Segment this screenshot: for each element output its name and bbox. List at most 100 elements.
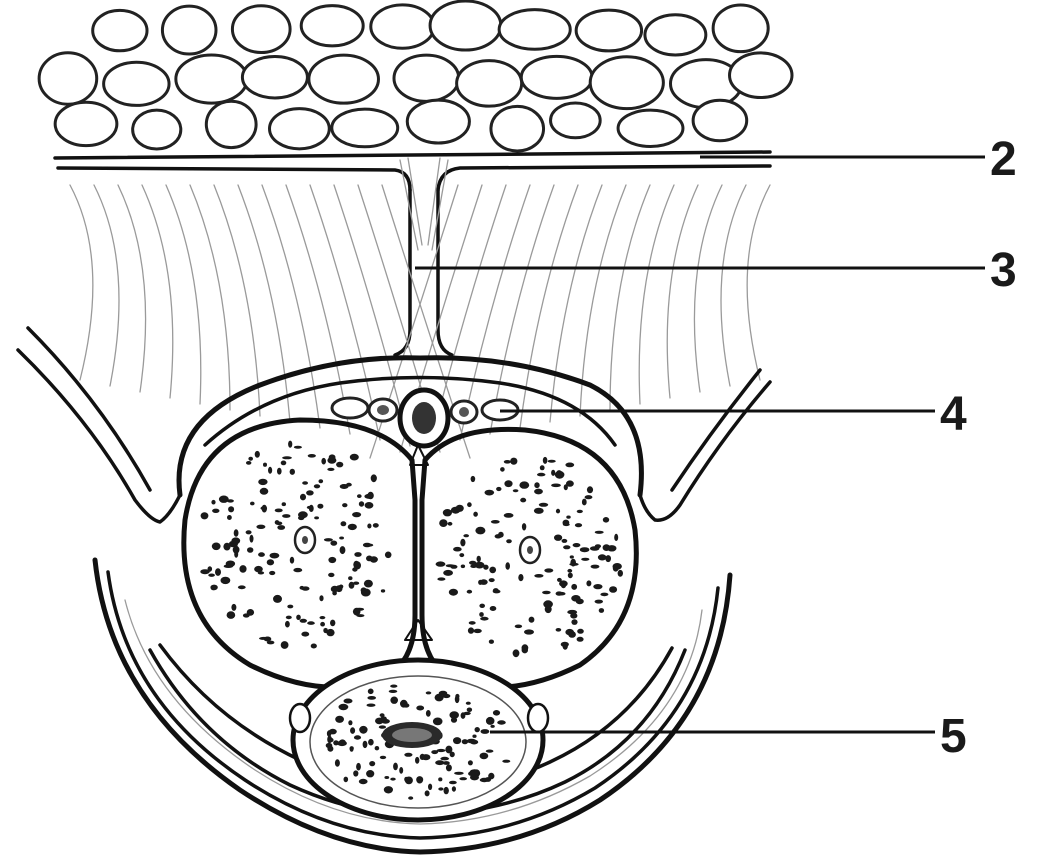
tissue-stipple-dot bbox=[287, 605, 293, 609]
tissue-stipple-dot bbox=[293, 568, 302, 572]
tissue-stipple-dot bbox=[258, 552, 265, 557]
tissue-stipple-dot bbox=[247, 547, 253, 553]
tissue-stipple-dot bbox=[577, 629, 584, 634]
tissue-stipple-dot bbox=[327, 746, 333, 752]
tissue-stipple-dot bbox=[319, 479, 324, 483]
tissue-stipple-dot bbox=[221, 577, 231, 584]
tissue-stipple-dot bbox=[539, 503, 548, 507]
tissue-stipple-dot bbox=[269, 571, 275, 575]
tissue-stipple-dot bbox=[350, 727, 355, 734]
tissue-stipple-dot bbox=[286, 616, 292, 620]
muscle-fiber-line bbox=[694, 185, 722, 392]
tissue-stipple-dot bbox=[453, 737, 461, 744]
tissue-stipple-dot bbox=[277, 525, 285, 530]
tissue-stipple-dot bbox=[475, 727, 480, 732]
fat-lobule bbox=[491, 106, 544, 151]
tissue-stipple-dot bbox=[504, 480, 512, 487]
fat-lobule bbox=[301, 6, 363, 46]
tissue-stipple-dot bbox=[319, 595, 323, 601]
muscle-fiber-line bbox=[238, 185, 290, 422]
tissue-stipple-dot bbox=[208, 574, 215, 577]
tissue-stipple-dot bbox=[452, 786, 456, 791]
tissue-stipple-dot bbox=[470, 564, 477, 568]
tissue-stipple-dot bbox=[267, 559, 274, 565]
tissue-stipple-dot bbox=[443, 570, 453, 576]
tissue-stipple-dot bbox=[448, 522, 453, 526]
fat-lobule bbox=[407, 100, 469, 143]
tissue-stipple-dot bbox=[603, 517, 609, 523]
tissue-stipple-dot bbox=[326, 629, 334, 636]
tissue-stipple-dot bbox=[314, 484, 320, 488]
tissue-stipple-dot bbox=[490, 606, 497, 611]
muscle-fiber-line bbox=[70, 185, 93, 380]
fat-lobule bbox=[730, 53, 792, 98]
muscle-fiber-line bbox=[142, 185, 173, 398]
tissue-stipple-dot bbox=[605, 555, 611, 562]
tissue-stipple-dot bbox=[314, 516, 319, 519]
tissue-stipple-dot bbox=[581, 558, 589, 561]
tissue-stipple-dot bbox=[298, 511, 308, 518]
tissue-stipple-dot bbox=[556, 509, 560, 514]
tissue-stipple-dot bbox=[580, 547, 590, 552]
tissue-stipple-dot bbox=[467, 708, 472, 713]
tissue-stipple-dot bbox=[330, 541, 337, 546]
tissue-stipple-dot bbox=[444, 787, 449, 794]
tissue-stipple-dot bbox=[339, 704, 349, 710]
tissue-stipple-dot bbox=[563, 545, 570, 549]
tissue-stipple-dot bbox=[212, 543, 221, 551]
tissue-stipple-dot bbox=[403, 703, 409, 707]
tissue-stipple-dot bbox=[385, 552, 392, 559]
tissue-stipple-dot bbox=[437, 577, 445, 580]
fat-lobule bbox=[133, 110, 181, 149]
tissue-stipple-dot bbox=[449, 711, 459, 718]
tissue-stipple-dot bbox=[469, 621, 476, 625]
tissue-stipple-dot bbox=[534, 482, 539, 488]
tissue-stipple-dot bbox=[285, 621, 290, 628]
tissue-stipple-dot bbox=[420, 754, 425, 760]
fat-lobule bbox=[332, 109, 398, 147]
tissue-stipple-dot bbox=[354, 552, 361, 557]
tissue-stipple-dot bbox=[551, 470, 555, 476]
tissue-stipple-dot bbox=[340, 484, 349, 489]
tissue-stipple-dot bbox=[500, 467, 505, 472]
tissue-stipple-dot bbox=[381, 589, 385, 592]
tissue-stipple-dot bbox=[477, 556, 481, 562]
tissue-stipple-dot bbox=[460, 539, 465, 547]
tissue-stipple-dot bbox=[571, 595, 580, 602]
tissue-stipple-dot bbox=[231, 537, 240, 544]
tissue-stipple-dot bbox=[288, 441, 292, 448]
tissue-stipple-dot bbox=[390, 685, 397, 688]
fat-lobule bbox=[576, 10, 641, 51]
fat-lobule bbox=[430, 1, 501, 50]
tissue-stipple-dot bbox=[426, 710, 431, 717]
tissue-stipple-dot bbox=[329, 729, 337, 735]
tissue-stipple-dot bbox=[238, 585, 246, 589]
fat-lobule bbox=[499, 10, 570, 50]
tissue-stipple-dot bbox=[344, 699, 353, 704]
tissue-stipple-dot bbox=[308, 454, 316, 458]
tissue-stipple-dot bbox=[613, 565, 619, 572]
tissue-stipple-dot bbox=[428, 784, 432, 790]
tissue-stipple-dot bbox=[595, 544, 601, 548]
fat-lobule bbox=[104, 62, 169, 105]
tissue-stipple-dot bbox=[485, 490, 495, 496]
tissue-stipple-dot bbox=[534, 508, 544, 514]
tissue-stipple-dot bbox=[544, 568, 553, 572]
tissue-stipple-dot bbox=[440, 757, 449, 761]
tissue-stipple-dot bbox=[282, 514, 290, 518]
tissue-stipple-dot bbox=[513, 489, 519, 492]
tissue-stipple-dot bbox=[290, 469, 295, 475]
tissue-stipple-dot bbox=[543, 457, 548, 464]
tissue-stipple-dot bbox=[294, 446, 302, 449]
tissue-stipple-dot bbox=[324, 538, 333, 541]
tissue-stipple-dot bbox=[226, 561, 235, 567]
tissue-stipple-dot bbox=[534, 574, 543, 578]
tissue-stipple-dot bbox=[375, 718, 384, 725]
tissue-stipple-dot bbox=[371, 474, 377, 482]
tissue-stipple-dot bbox=[344, 777, 349, 783]
tissue-stipple-dot bbox=[567, 569, 572, 573]
tissue-stipple-dot bbox=[556, 591, 563, 595]
muscle-fiber-line bbox=[721, 185, 746, 386]
tissue-stipple-dot bbox=[554, 535, 562, 541]
tissue-stipple-dot bbox=[361, 589, 371, 597]
